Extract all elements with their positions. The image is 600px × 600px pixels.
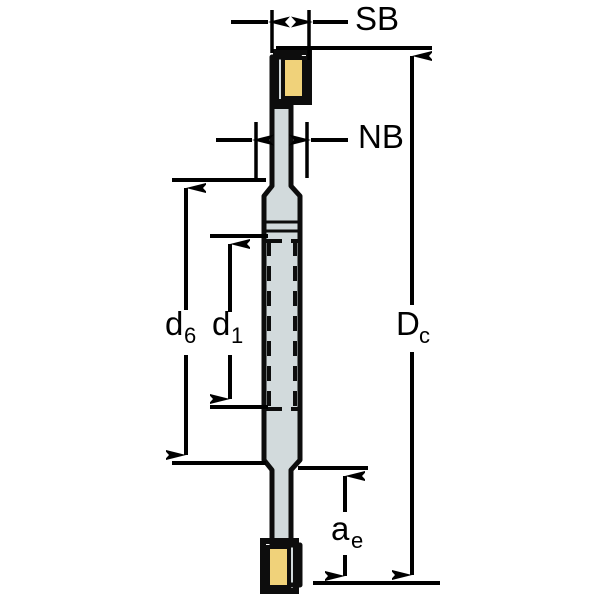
bottom-cutting-insert: [266, 545, 291, 589]
dimension-nb: NB: [216, 118, 404, 178]
d1-label: d: [212, 305, 230, 342]
d6-label: d: [165, 305, 183, 342]
dc-subscript: c: [419, 323, 430, 348]
d1-subscript: 1: [231, 323, 243, 348]
top-cutting-insert: [281, 56, 306, 100]
dimension-sb: SB: [231, 0, 432, 60]
bottom-insert-seat-outline: [260, 538, 299, 594]
top-insert-seat-outline: [273, 49, 312, 105]
dimension-ae: a e: [298, 466, 368, 576]
bottom-insert-group: [260, 538, 299, 594]
dimension-dc: D c: [313, 56, 440, 585]
nb-label: NB: [358, 118, 404, 155]
top-insert-group: [273, 49, 312, 105]
dimension-d1: d 1: [210, 234, 268, 409]
dc-label: D: [396, 305, 420, 342]
sb-label: SB: [355, 0, 399, 37]
ae-label: a: [331, 510, 350, 547]
d6-subscript: 6: [184, 323, 196, 348]
dimension-d6: d 6: [165, 178, 266, 465]
ae-subscript: e: [351, 528, 363, 553]
